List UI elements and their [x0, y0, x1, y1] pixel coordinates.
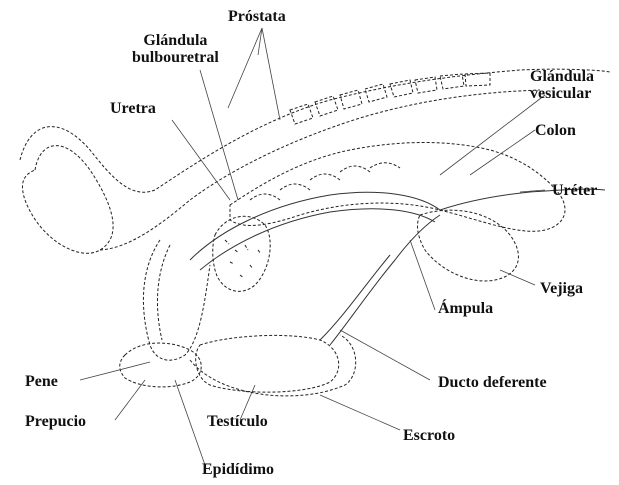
penis-shaft — [143, 240, 210, 360]
label-prostata: Próstata — [228, 8, 286, 25]
ductus-deferens — [330, 215, 440, 345]
stipple — [225, 240, 261, 278]
label-ureter: Uréter — [552, 182, 597, 199]
leader-colon — [470, 130, 535, 175]
prepuce-shape — [120, 343, 202, 387]
label-glandula-bulbouretral: Glándula bulbouretral — [132, 32, 219, 66]
testis-shape — [196, 335, 339, 392]
leader-ampula — [410, 240, 435, 310]
leader-vesicular — [440, 95, 545, 175]
pelvis-outline — [20, 69, 610, 192]
label-glandula-vesicular-line1: Glándula — [530, 68, 594, 85]
label-colon: Colon — [535, 122, 576, 139]
colon-shape — [230, 143, 565, 232]
label-uretra: Uretra — [110, 100, 156, 117]
label-ducto-deferente: Ducto deferente — [438, 374, 547, 391]
label-glandula-vesicular-line2: vesicular — [530, 85, 594, 102]
penis-shaft-inner — [157, 245, 170, 340]
leader-bulbouretral — [200, 70, 238, 200]
label-glandula-bulbouretral-line1: Glándula — [132, 32, 219, 49]
vertebra-segments — [290, 73, 490, 124]
leader-uretra — [172, 120, 230, 200]
label-testiculo: Testículo — [207, 413, 268, 430]
ductus-deferens-2 — [320, 255, 390, 340]
leader-prepucio — [115, 380, 145, 420]
pelvis-lower — [100, 90, 540, 250]
leader-pene — [80, 362, 150, 380]
leader-escroto — [320, 395, 400, 430]
leader-prostata — [228, 28, 280, 120]
label-glandula-bulbouretral-line2: bulbouretral — [132, 49, 219, 66]
label-pene: Pene — [25, 373, 58, 390]
label-vejiga: Vejiga — [540, 280, 583, 297]
label-glandula-vesicular: Glándula vesicular — [530, 68, 594, 102]
label-escroto: Escroto — [403, 427, 455, 444]
colon-folds — [250, 163, 400, 200]
leader-ducto — [340, 330, 430, 380]
leader-epididimo — [175, 380, 205, 465]
leader-vejiga — [500, 270, 535, 285]
label-prepucio: Prepucio — [25, 413, 86, 430]
label-ampula: Ámpula — [438, 300, 493, 317]
label-epididimo: Epidídimo — [202, 461, 274, 478]
